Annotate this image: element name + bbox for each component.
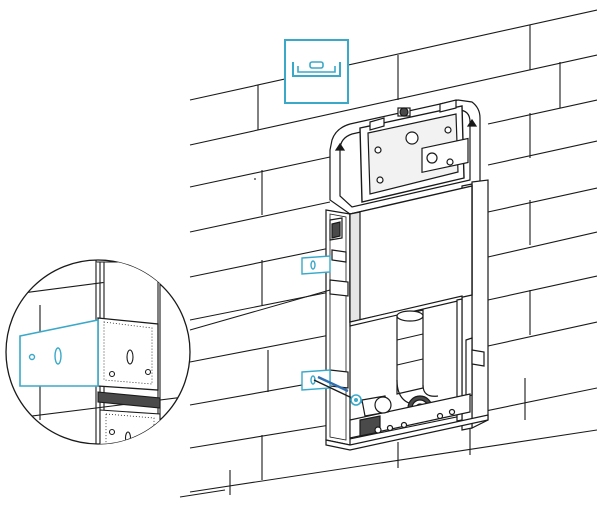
wall-plug-icon	[350, 394, 362, 406]
brick-wall	[179, 9, 597, 498]
wall-bracket-icon	[19, 319, 99, 387]
installation-frame	[325, 99, 489, 451]
zoom-leader-lines	[189, 289, 331, 331]
spirit-level-icon	[284, 39, 349, 104]
zoom-detail	[5, 259, 191, 445]
